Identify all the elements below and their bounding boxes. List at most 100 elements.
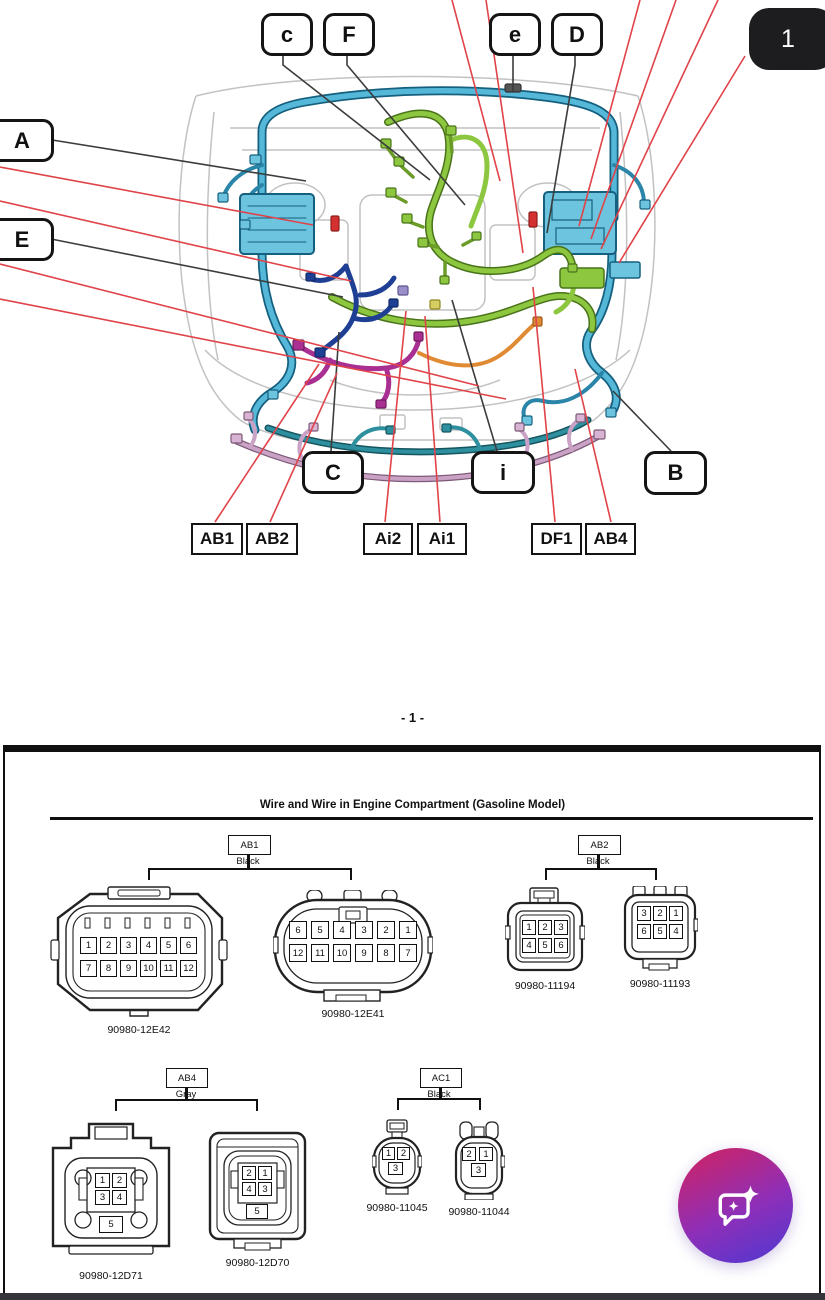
group-label-AC1: AC1 [420, 1068, 462, 1088]
pin-cell: 2 [100, 937, 117, 954]
engine-harness-illustration [0, 0, 746, 523]
pin-cell: 11 [311, 944, 329, 962]
pin-cell: 4 [333, 921, 351, 939]
pin-cell: 1 [95, 1173, 110, 1188]
pin-cell: 3 [95, 1190, 110, 1205]
pin-cell: 8 [100, 960, 117, 977]
connector-ref-AB2: AB2 [246, 523, 298, 555]
part-number: 90980-11194 [514, 980, 576, 992]
group-bracket-AB2 [545, 868, 657, 880]
part-number: 90980-12E42 [107, 1024, 171, 1036]
connector-ref-Ai1: Ai1 [417, 523, 467, 555]
pin-cell: 2 [462, 1147, 476, 1161]
pin-cell: 5 [160, 937, 177, 954]
sub-wire-orange [417, 321, 538, 368]
callout-c: c [261, 13, 313, 56]
pin-cell: 6 [637, 924, 651, 939]
pin-cell: 5 [653, 924, 667, 939]
bracket-stub [247, 853, 250, 868]
group-label-AB1: AB1 [228, 835, 271, 855]
group-bracket-AC1 [397, 1098, 481, 1110]
pin-cell: 5 [311, 921, 329, 939]
connector-ref-Ai2: Ai2 [363, 523, 413, 555]
pin-cell-extra: 3 [471, 1163, 486, 1177]
pin-cell: 1 [669, 906, 683, 921]
callout-E: E [0, 218, 54, 261]
connector-ref-DF1: DF1 [531, 523, 582, 555]
chat-sparkle-icon [718, 1184, 759, 1226]
pin-cell: 12 [289, 944, 307, 962]
pin-cell: 4 [522, 938, 536, 953]
bracket-stub [597, 853, 600, 868]
pin-cell: 9 [355, 944, 373, 962]
red-leader-lines [0, 0, 746, 523]
pin-cell: 1 [522, 920, 536, 935]
connector-ref-AB1: AB1 [191, 523, 243, 555]
pin-cell: 11 [160, 960, 177, 977]
pin-cell: 3 [554, 920, 568, 935]
pin-cell: 2 [538, 920, 552, 935]
part-number: 90980-12E41 [321, 1008, 385, 1020]
part-number: 90980-11044 [448, 1206, 510, 1218]
group-color-AC1: Black [427, 1089, 451, 1100]
title-rule [50, 817, 813, 820]
callout-F: F [323, 13, 375, 56]
pin-cell: 8 [377, 944, 395, 962]
pin-cell-extra: 3 [388, 1162, 403, 1175]
pin-cell: 4 [112, 1190, 127, 1205]
callout-e: e [489, 13, 541, 56]
pin-cell: 3 [120, 937, 137, 954]
pin-cell: 12 [180, 960, 197, 977]
page-count-badge[interactable]: 1 [749, 8, 825, 70]
pin-cell: 2 [377, 921, 395, 939]
group-label-AB4: AB4 [166, 1068, 208, 1088]
connector-ref-AB4: AB4 [585, 523, 636, 555]
pin-cell: 7 [399, 944, 417, 962]
pin-cell: 1 [258, 1166, 272, 1180]
part-number: 90980-11193 [629, 978, 691, 990]
group-color-AB1: Black [236, 856, 260, 867]
part-number: 90980-12D70 [225, 1257, 290, 1269]
pin-cell: 3 [258, 1182, 272, 1196]
chat-assistant-button[interactable] [678, 1148, 793, 1263]
group-bracket-AB4 [115, 1099, 258, 1111]
group-label-AB2: AB2 [578, 835, 621, 855]
page-number: - 1 - [400, 710, 425, 725]
pin-cell: 1 [479, 1147, 493, 1161]
group-color-AB2: Black [586, 856, 610, 867]
callout-A: A [0, 119, 54, 162]
pin-cell: 10 [140, 960, 157, 977]
pin-cell: 3 [637, 906, 651, 921]
pin-cell-extra: 5 [99, 1216, 123, 1233]
pin-cell: 3 [355, 921, 373, 939]
footer-bar [0, 1293, 825, 1300]
pin-cell: 6 [289, 921, 307, 939]
pin-cell: 6 [180, 937, 197, 954]
pin-cell: 1 [80, 937, 97, 954]
part-number: 90980-11045 [366, 1202, 428, 1214]
group-bracket-AB1 [148, 868, 352, 880]
callout-B: B [644, 451, 707, 495]
bracket-stub [439, 1086, 442, 1098]
pin-cell: 4 [669, 924, 683, 939]
bracket-stub [185, 1086, 188, 1099]
pin-cell: 6 [554, 938, 568, 953]
pin-cell: 9 [120, 960, 137, 977]
callout-D: D [551, 13, 603, 56]
pin-cell: 2 [242, 1166, 256, 1180]
section-title: Wire and Wire in Engine Compartment (Gas… [259, 799, 566, 811]
pin-cell: 10 [333, 944, 351, 962]
connector-shell [51, 1122, 171, 1255]
pin-cell: 2 [397, 1147, 410, 1160]
